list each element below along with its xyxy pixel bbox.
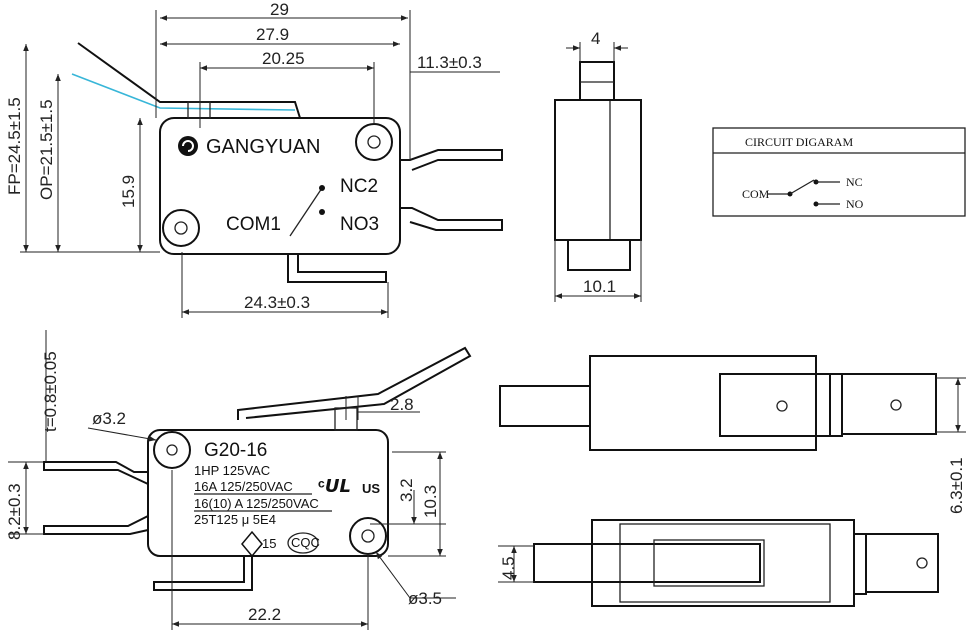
dim-width-holes: 20.25 (262, 49, 305, 68)
circuit-box (712, 127, 966, 217)
mounting-hole-left-inner (174, 221, 188, 235)
dim-side-width: 10.1 (583, 277, 616, 296)
dim-label-hole-large: ø3.5 (408, 589, 442, 608)
label-view-lever (237, 346, 472, 420)
dim-label-hole-small: ø3.2 (92, 409, 126, 428)
dim-height-body: 15.9 (119, 175, 138, 208)
dim-label-h-3-2: 3.2 (397, 478, 416, 502)
ce-mark-icon (241, 530, 263, 558)
side-body (554, 99, 642, 241)
dim-label-side: 4.5 (499, 556, 518, 580)
cqc-mark-icon (287, 532, 319, 554)
side-terminal-block (567, 239, 631, 271)
front-view: GANGYUAN NC2 NO3 COM1 29 27.9 20.25 11.3… (5, 0, 503, 318)
actuator-lever-operated (71, 73, 296, 111)
circuit-nc-label: NC (846, 175, 863, 189)
lower-terminal-strip (533, 543, 761, 583)
dim-op: OP=21.5±1.5 (37, 99, 56, 200)
brand-logo-icon (178, 136, 198, 156)
label-hole-large-inner (361, 529, 375, 543)
dim-width-total: 29 (270, 0, 289, 19)
dim-side-thickness: 4 (591, 29, 600, 48)
brand-logo-mark (182, 140, 194, 152)
dim-label-pitch: 8.2±0.3 (5, 483, 24, 540)
label-hole-small-inner (166, 444, 178, 456)
rating-line-2: 16A 125/250VAC (194, 479, 293, 494)
terminal-view-upper: 6.3±0.1 (499, 355, 966, 514)
lower-tab-right (865, 533, 939, 593)
lower-body (591, 519, 855, 607)
dim-leader-hole-large (375, 551, 411, 599)
label-terminal-upper (43, 461, 149, 485)
rating-line-3: 16(10) A 125/250VAC (194, 496, 319, 511)
dim-fp: FP=24.5±1.5 (5, 97, 24, 195)
no-terminal (400, 207, 503, 231)
actuator-lever (77, 42, 301, 119)
nc-contact-dot (319, 185, 325, 191)
cqc-mark-text: CQC (291, 535, 320, 550)
upper-plunger (499, 385, 591, 427)
circuit-switch-arm (789, 179, 815, 195)
circuit-com-label: COM (742, 187, 770, 201)
dim-terminal-offset: 11.3±0.3 (417, 53, 482, 72)
upper-tab-left-hole (776, 400, 788, 412)
rating-line-4: 25T125 μ 5E4 (194, 512, 276, 527)
circuit-title: CIRCUIT DIGARAM (745, 135, 853, 149)
label-terminal-lower (43, 515, 149, 535)
lower-tab-right-hole (916, 557, 928, 569)
terminal-label-no: NO3 (340, 214, 379, 235)
ul-mark-text: US (362, 481, 380, 496)
nc-terminal (400, 149, 503, 171)
lever-pivot (187, 101, 211, 119)
dim-com-offset: 24.3±0.3 (244, 293, 310, 312)
circuit-diagram: CIRCUIT DIGARAM COM NC NO (712, 127, 966, 217)
switch-body (159, 117, 401, 255)
terminal-view-lower: 4.5 (498, 519, 939, 607)
com-pointer (289, 187, 323, 237)
dim-label-h-10-3: 10.3 (421, 485, 440, 518)
model-number: G20-16 (204, 440, 267, 461)
mounting-hole-right-inner (367, 135, 381, 149)
upper-tab-right (841, 373, 937, 435)
side-view: 4 10.1 (554, 29, 642, 302)
lower-terminal-frame (653, 539, 765, 587)
upper-tab-connector (829, 373, 843, 437)
terminal-label-com: COM1 (226, 214, 281, 235)
rating-line-1: 1HP 125VAC (194, 463, 270, 478)
terminal-label-nc: NC2 (340, 176, 378, 197)
circuit-no-label: NO (846, 197, 864, 211)
label-terminal-bottom (153, 556, 253, 591)
dim-width-body: 27.9 (256, 25, 289, 44)
label-view: G20-16 1HP 125VAC 16A 125/250VAC 16(10) … (5, 330, 472, 630)
ul-mark-glyph: ᶜ𝙐𝙇 (318, 476, 351, 496)
side-actuator (579, 61, 615, 101)
ce-mark-number: 15 (262, 536, 276, 551)
dim-leader-hole-small (87, 427, 157, 442)
lower-body-inner (619, 523, 831, 603)
mounting-hole-left (162, 209, 200, 247)
lower-tab-connector (853, 533, 867, 595)
dim-label-actuator: 2.8 (390, 395, 414, 414)
dim-label-thickness: t=0.8±0.05 (41, 351, 60, 432)
dim-label-width: 22.2 (248, 605, 281, 624)
com-terminal (287, 254, 387, 283)
label-view-body (147, 429, 389, 557)
no-contact-dot (319, 209, 325, 215)
brand-name: GANGYUAN (206, 136, 320, 158)
label-hole-small (153, 431, 191, 469)
upper-tab-right-hole (890, 399, 902, 411)
ul-certification-icon: ᶜ𝙐𝙇 US (318, 476, 380, 496)
dim-label-tab: 6.3±0.1 (947, 457, 966, 514)
